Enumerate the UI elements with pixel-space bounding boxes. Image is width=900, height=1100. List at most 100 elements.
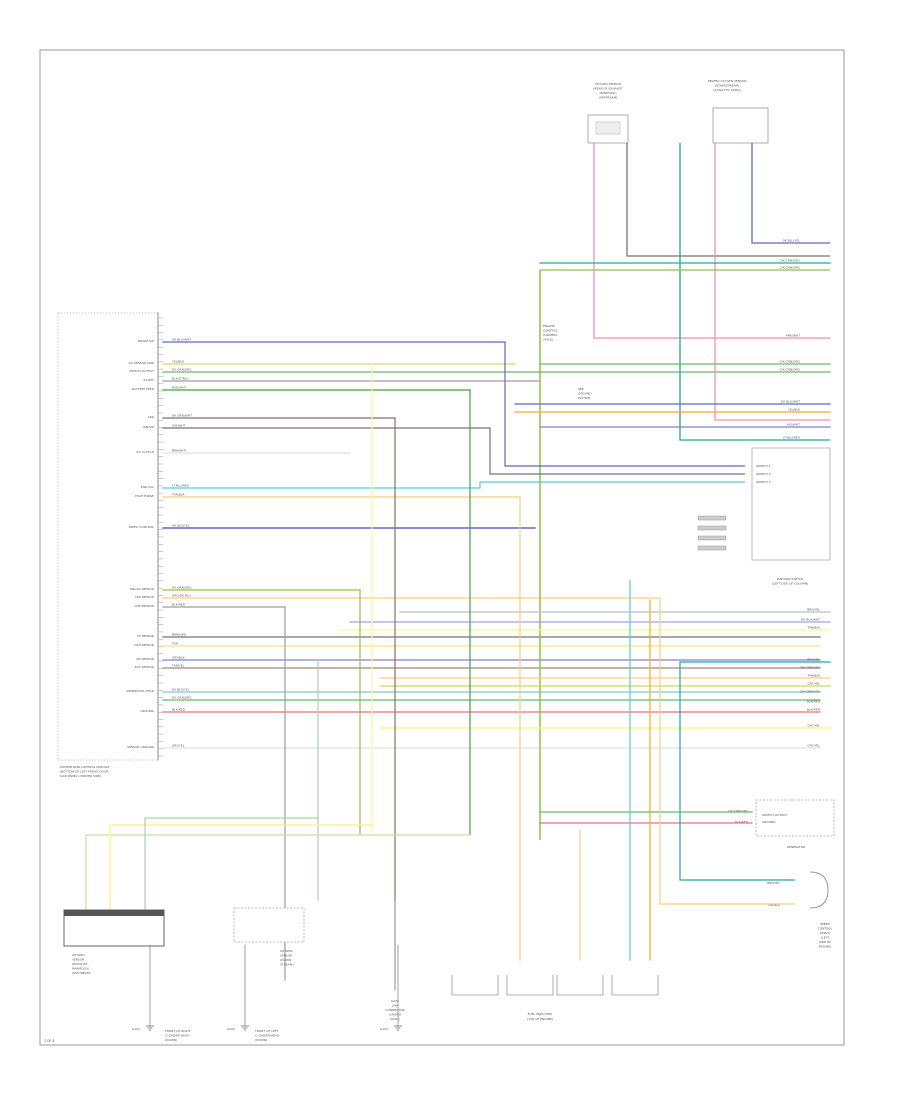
pcm-caption: KICK PANEL) (DRIVER SIDE)	[60, 774, 101, 778]
right-column-label: BRN/YEL	[807, 608, 820, 612]
servo-caption: ENGINE)	[819, 945, 832, 949]
fuse-element	[697, 515, 727, 521]
bottom-o2-caption: OXYGEN	[72, 953, 85, 957]
splice-caption: SPLICE	[543, 338, 553, 342]
wire-code-label: LT BLU/RED	[172, 484, 190, 488]
wire-code-label: BLK/RED	[172, 603, 186, 607]
fuel-injectors-caption: FUEL INJECTORS	[528, 1012, 553, 1016]
servo-caption: (LEFT	[821, 936, 829, 940]
right-column-label: GRY/YEL	[808, 744, 821, 748]
switch-label: SWITCH 2	[756, 472, 771, 476]
data-link-caption: DATA	[391, 999, 400, 1003]
right-wire-label: PNK/WHT	[786, 334, 800, 338]
ignition-switch-caption: IGNITION SWITCH	[777, 577, 803, 581]
ground-symbol	[146, 1025, 154, 1031]
right-column-label: BLK/RED	[807, 700, 821, 704]
downstream-o2-caption: (DOWNSTREAM)	[715, 84, 740, 88]
splice-caption: CONTROL	[543, 329, 558, 333]
ground-caption: CYLINDER HEAD	[255, 1034, 280, 1038]
splice-sub-caption: GROUND	[578, 392, 592, 396]
pnk-wht-wire	[593, 143, 830, 339]
pcm-pin-label: CKP SENSOR	[135, 595, 154, 599]
mid-right-label: YEL/BLK	[788, 408, 801, 412]
ground-symbol	[241, 1025, 249, 1031]
pcm-pin-label: IAT SENSOR	[136, 657, 154, 661]
wire-code-label: DK GRN/ORG	[172, 586, 192, 590]
servo-wire-label: TAN/BLK	[766, 903, 781, 907]
right-column-label: TAN/BLK	[806, 626, 821, 630]
right-column-label: BLK/RED	[807, 708, 821, 712]
generator-pin-label: GROUND	[762, 820, 776, 824]
upstream-o2-caption: (UPSTREAM)	[599, 96, 618, 100]
teal-wire	[679, 143, 830, 441]
pcm-pin-label: SENSOR GROUND	[127, 745, 155, 749]
right-wire-label: DK GRN/ORG	[780, 266, 800, 270]
ground-label: G101	[132, 1027, 140, 1031]
wire-code-label: DK BLU/YEL	[172, 688, 190, 692]
mid-right-label: LT BLU/RED	[783, 436, 801, 440]
wire-code-label: GRY/BLK	[172, 656, 186, 660]
ignition-switch-caption: (LEFT SIDE OF COLUMN)	[772, 582, 808, 586]
generator-pin-label: SWITCH OUTPUT	[762, 813, 787, 817]
right-column-label: GRY/YEL	[808, 724, 821, 728]
bottom-downstream-o2-sensor	[233, 907, 305, 943]
ground-label: G103	[380, 1027, 388, 1031]
fuse-element	[697, 545, 727, 551]
pcm-caption: POWERTRAIN CONTROL MODULE	[60, 765, 110, 769]
pcm-pin-label: IGN SW	[143, 425, 154, 429]
bottom-o2-2-caption: OXYGEN	[280, 949, 293, 953]
downstream-o2-sensor	[712, 107, 769, 144]
upstream-o2-caption: MANIFOLD)	[599, 91, 616, 95]
generator-wire-label: DK GRN/ORG	[728, 809, 748, 813]
fuse-element	[697, 535, 727, 541]
downstream-o2-caption: (CATALYTIC CONV)	[713, 88, 741, 92]
pcm-pin-label: GROUND	[140, 709, 154, 713]
pcm-pin-label: ECT SENSOR	[135, 665, 154, 669]
right-wire-label: DK BLU/YEL	[783, 239, 801, 243]
generator-wire-label: BLK/RED	[735, 820, 749, 824]
page-number: 1 OF 4	[44, 1039, 54, 1043]
upstream-o2-caption: (REAR OF EXHAUST	[593, 87, 623, 91]
ground-caption: (DOWN)	[255, 1038, 267, 1042]
wire-code-label: TAN/YEL	[171, 664, 185, 668]
pcm-pin-label: CMP SENSOR	[134, 604, 154, 608]
splice-sub-caption: DISTRIB	[578, 396, 590, 400]
data-link-caption: (UNDER	[389, 1013, 401, 1017]
pcm-pin-label: EVAP PURGE	[135, 494, 154, 498]
bottom-o2-2-caption: STREAM)	[280, 963, 294, 967]
fuel-injector	[611, 975, 659, 996]
sensor-header-bar	[64, 910, 164, 916]
switch-1-wire	[504, 342, 745, 467]
right-column-label: DK GRN/ORG	[800, 690, 820, 694]
downstream-o2-caption: HEATED OXYGEN SENSOR	[708, 79, 747, 83]
fuel-injector	[506, 975, 554, 996]
ground-caption: CYLINDER HEAD	[165, 1034, 190, 1038]
servo-caption: SIDE OF	[819, 940, 831, 944]
fuse-element	[697, 525, 727, 531]
wire-code-label: VIO/WHT	[172, 424, 186, 428]
wire-code-label: DK GRN/WHT	[172, 414, 192, 418]
data-link-caption: DASH)	[390, 1017, 400, 1021]
bottom-o2-caption: SENSOR	[72, 958, 84, 962]
wire-code-label: BLK/LT BLU	[172, 377, 189, 381]
wire-code-label: BRN/WHT	[172, 449, 187, 453]
wire-code-label: BLK/RED	[172, 708, 186, 712]
wire-code-label: DK BLU/WHT	[172, 338, 191, 342]
pcm-pin-label: SWITCH OUTPUT	[129, 369, 154, 373]
bottom-o2-caption: (UPSTREAM)	[72, 971, 91, 975]
pcm-pin-label: TP SENSOR	[136, 634, 154, 638]
right-wire-label: DK GRN/ORG	[780, 360, 800, 364]
upstream-o2-caption: OXYGEN SENSOR	[595, 82, 621, 86]
switch-label: SWITCH 1	[756, 464, 771, 468]
wire-code-label: BRN/ORG	[172, 633, 187, 637]
pcm-pin-label: O2 SENSOR GND	[129, 361, 155, 365]
ground-symbol	[394, 1025, 402, 1031]
speed-control-servo	[809, 871, 829, 909]
right-wire-label: DK GRN/ORG	[780, 259, 800, 263]
servo-wire-label: BRN/YEL	[767, 881, 780, 885]
servo-caption: CONTROL	[818, 927, 833, 931]
pcm-pin-label: KNOCK SENSOR	[130, 587, 154, 591]
servo-caption: SERVO	[820, 931, 831, 935]
mid-right-label: VIO/WHT	[787, 423, 801, 427]
